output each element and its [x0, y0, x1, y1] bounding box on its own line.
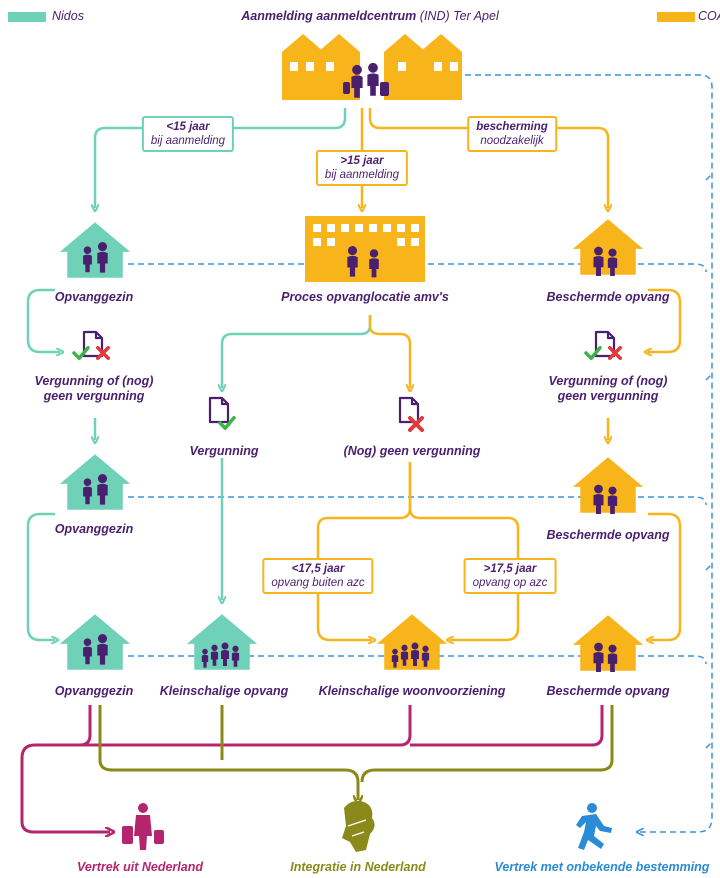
legend-nidos-label: Nidos [52, 9, 84, 23]
olive-connectors [98, 705, 614, 800]
vergunning-mid-doc-icon [208, 396, 236, 430]
opvanggezin-1-house-icon [59, 222, 131, 278]
aanmeldcentrum-buildings-icon [282, 34, 462, 100]
legend-coa-swatch [657, 12, 695, 22]
kleinschalige-opvang-house-icon [186, 614, 258, 670]
branch-bescherming-line2: noodzakelijk [480, 135, 544, 147]
age-under-line1: <17,5 jaar [291, 563, 345, 575]
vergunning-left-label: Vergunning of (nog) geen vergunning [34, 374, 154, 403]
age-under-box: <17,5 jaar opvang buiten azc [262, 558, 374, 594]
geen-vergunning-label: (Nog) geen vergunning [343, 444, 481, 458]
beschermde-2-house-icon [572, 457, 644, 514]
age-under-line2: opvang buiten azc [271, 577, 365, 589]
geen-vergunning-doc-icon [398, 396, 424, 432]
age-over-line1: >17,5 jaar [483, 563, 537, 575]
branch-over15-line2: bij aanmelding [324, 169, 400, 181]
top-title: Aanmelding aanmeldcentrum (IND) Ter Apel [241, 9, 498, 24]
magenta-connectors [20, 705, 604, 832]
beschermde-1-label: Beschermde opvang [546, 290, 670, 304]
integratie-netherlands-icon [342, 800, 375, 852]
age-over-box: >17,5 jaar opvang op azc [463, 558, 557, 594]
kleinschalige-woon-label: Kleinschalige woonvoorziening [318, 684, 506, 698]
vergunning-right-doc-icon [584, 330, 622, 360]
opvanggezin-2-label: Opvanggezin [54, 522, 134, 536]
branch-under15-line1: <15 jaar [166, 121, 210, 133]
vergunning-mid-label: Vergunning [189, 444, 259, 458]
onbekend-label: Vertrek met onbekende bestemming [494, 860, 710, 874]
beschermde-3-house-icon [572, 615, 644, 672]
kleinschalige-opvang-label: Kleinschalige opvang [159, 684, 289, 698]
walking-people-icon [343, 62, 389, 98]
kleinschalige-woon-house-icon [376, 614, 448, 670]
branch-over15-box: >15 jaar bij aanmelding [315, 150, 409, 186]
top-title-bold: Aanmelding aanmeldcentrum [241, 9, 417, 23]
onbekend-runner-icon [576, 803, 612, 850]
legend-coa-label: COA [698, 9, 720, 23]
top-title-rest: (IND) Ter Apel [416, 9, 499, 23]
vertrek-label: Vertrek uit Nederland [77, 860, 203, 874]
vergunning-right-label: Vergunning of (nog) geen vergunning [548, 374, 668, 403]
opvanggezin-2-house-icon [59, 454, 131, 510]
opvanggezin-1-label: Opvanggezin [54, 290, 134, 304]
integratie-label: Integratie in Nederland [290, 860, 426, 874]
beschermde-3-label: Beschermde opvang [546, 684, 670, 698]
branch-under15-line2: bij aanmelding [150, 135, 226, 147]
vertrek-traveler-icon [122, 803, 164, 850]
dashed-unknown-lines [128, 74, 713, 832]
branch-over15-line1: >15 jaar [340, 155, 384, 167]
opvanggezin-3-label: Opvanggezin [54, 684, 134, 698]
beschermde-1-house-icon [572, 219, 644, 276]
vergunning-left-doc-icon [72, 330, 110, 360]
beschermde-2-label: Beschermde opvang [546, 528, 670, 542]
branch-under15-box: <15 jaar bij aanmelding [141, 116, 235, 152]
branch-bescherming-box: bescherming noodzakelijk [467, 116, 557, 152]
proces-building-icon [305, 216, 425, 282]
proces-label: Proces opvanglocatie amv's [281, 290, 449, 304]
age-over-line2: opvang op azc [472, 577, 548, 589]
legend-nidos-swatch [8, 12, 46, 22]
branch-bescherming-line1: bescherming [476, 121, 548, 133]
opvanggezin-3-house-icon [59, 614, 131, 670]
